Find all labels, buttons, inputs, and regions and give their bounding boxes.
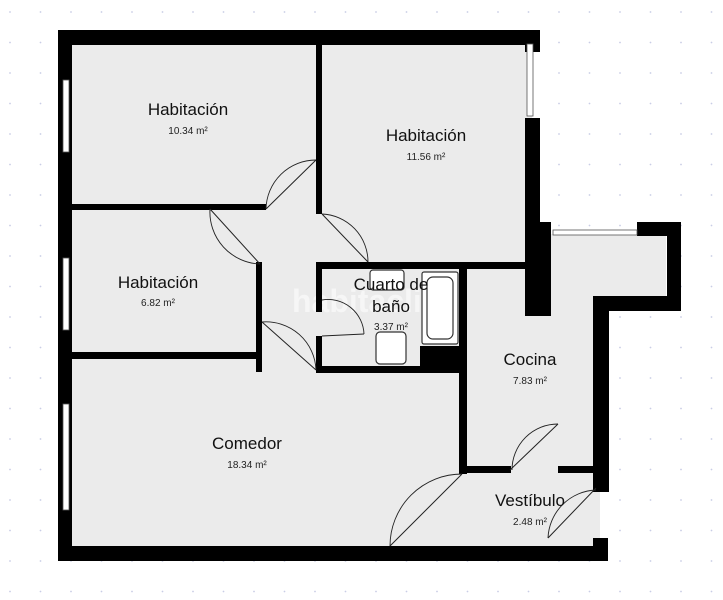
svg-text:3.37 m²: 3.37 m² <box>374 322 409 333</box>
svg-text:11.56 m²: 11.56 m² <box>407 152 446 163</box>
toilet <box>375 331 407 365</box>
room-label-habitacion-2: Habitación 11.56 m² <box>386 126 466 163</box>
room-label-bano: Cuarto de baño 3.37 m² <box>354 275 429 333</box>
svg-text:Cocina: Cocina <box>504 350 557 369</box>
doors <box>209 159 597 547</box>
room-label-comedor: Comedor 18.34 m² <box>212 434 282 471</box>
svg-text:Habitación: Habitación <box>386 126 466 145</box>
svg-text:Habitación: Habitación <box>118 273 198 292</box>
svg-text:Cuarto de: Cuarto de <box>354 275 429 294</box>
svg-text:2.48 m²: 2.48 m² <box>513 517 548 528</box>
svg-text:10.34 m²: 10.34 m² <box>168 126 208 137</box>
svg-text:7.83 m²: 7.83 m² <box>513 376 548 387</box>
room-label-habitacion-1: Habitación 10.34 m² <box>148 100 228 137</box>
svg-text:Habitación: Habitación <box>148 100 228 119</box>
room-label-cocina: Cocina 7.83 m² <box>504 350 557 387</box>
room-label-vestibulo: Vestíbulo 2.48 m² <box>495 491 565 528</box>
svg-text:Vestíbulo: Vestíbulo <box>495 491 565 510</box>
bathroom-fixtures <box>369 269 459 365</box>
sink <box>369 269 405 291</box>
windows <box>62 43 638 511</box>
svg-text:6.82 m²: 6.82 m² <box>141 298 176 309</box>
svg-text:baño: baño <box>372 297 410 316</box>
svg-text:Comedor: Comedor <box>212 434 282 453</box>
room-label-habitacion-3: Habitación 6.82 m² <box>118 273 198 309</box>
svg-text:18.34 m²: 18.34 m² <box>227 460 267 471</box>
